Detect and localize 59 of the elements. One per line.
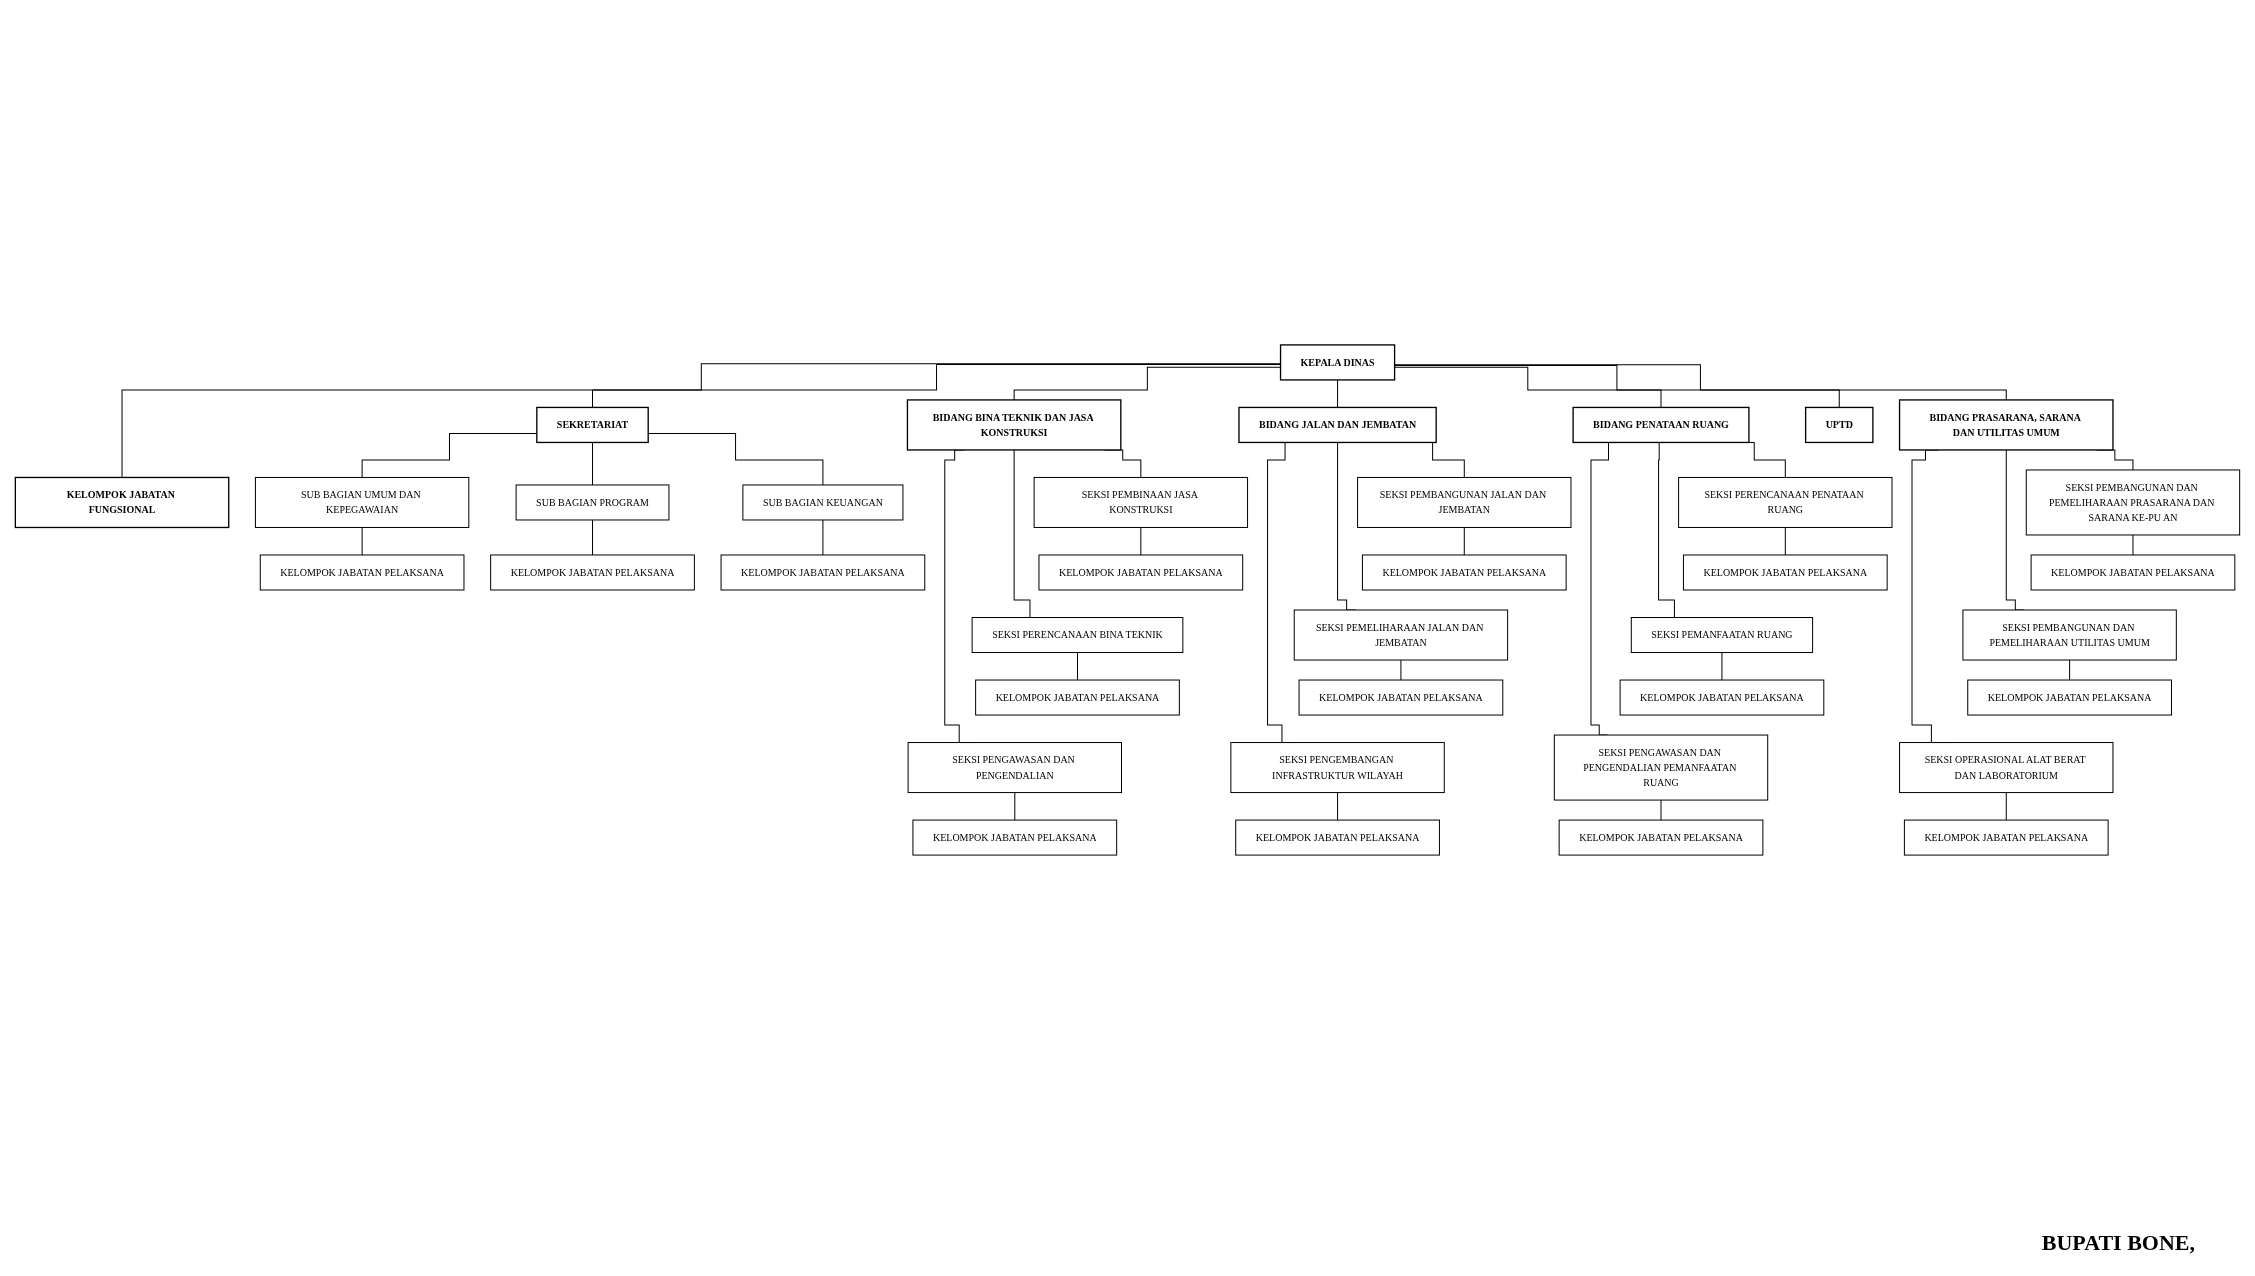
connector	[592, 441, 593, 486]
connector	[1014, 792, 1016, 821]
node-box: KELOMPOK JABATAN PELAKSANA	[1558, 819, 1764, 856]
connector	[1394, 366, 1662, 408]
node-box: KELOMPOK JABATAN FUNGSIONAL	[14, 476, 230, 529]
connector	[1721, 652, 1723, 681]
node-box: KELOMPOK JABATAN PELAKSANA	[2030, 554, 2236, 591]
connector	[2069, 659, 2071, 681]
node-box: SEKSI PEMBANGUNAN JALAN DAN JEMBATAN	[1357, 476, 1572, 528]
node-box: SEKSI PERENCANAAN PENATAAN RUANG	[1678, 476, 1893, 528]
node-box: BIDANG BINA TEKNIK DAN JASA KONSTRUKSI	[906, 399, 1122, 451]
node-box: KELOMPOK JABATAN PELAKSANA	[1967, 679, 2172, 716]
node-box: KELOMPOK JABATAN PELAKSANA	[912, 819, 1118, 856]
connector	[2132, 534, 2134, 556]
node-box: SUB BAGIAN PROGRAM	[515, 484, 670, 521]
node-box: BIDANG PENATAAN RUANG	[1572, 406, 1750, 444]
node-box: BIDANG PRASARANA, SARANA DAN UTILITAS UMUM	[1898, 399, 2114, 451]
node-box: KELOMPOK JABATAN PELAKSANA	[490, 554, 695, 591]
node-box: SEKSI PEMELIHARAAN JALAN DAN JEMBATAN	[1293, 609, 1509, 661]
node-box: SUB BAGIAN KEUANGAN	[742, 484, 904, 521]
connector	[1463, 527, 1465, 556]
node-box: KELOMPOK JABATAN PELAKSANA	[1361, 554, 1567, 591]
node-box: SEKSI PERENCANAAN BINA TEKNIK	[971, 617, 1184, 653]
node-box: BIDANG JALAN DAN JEMBATAN	[1238, 406, 1437, 444]
connector	[592, 519, 593, 556]
node-box: SEKSI PENGEMBANGAN INFRASTRUKTUR WILAYAH	[1230, 742, 1445, 794]
node-box: KELOMPOK JABATAN PELAKSANA	[1619, 679, 1825, 716]
connector	[1077, 652, 1078, 681]
node-box: KELOMPOK JABATAN PELAKSANA	[1038, 554, 1244, 591]
node-box: UPTD	[1804, 406, 1874, 444]
connector	[1784, 527, 1786, 556]
node-box: SEKSI PENGAWASAN DAN PENGENDALIAN	[907, 742, 1122, 794]
node-box: KELOMPOK JABATAN PELAKSANA	[1298, 679, 1504, 716]
node-box: KELOMPOK JABATAN PELAKSANA	[975, 679, 1180, 716]
connector	[1140, 527, 1142, 556]
node-box: KELOMPOK JABATAN PELAKSANA	[259, 554, 465, 591]
node-box: SEKSI OPERASIONAL ALAT BERAT DAN LABORATORIUM	[1899, 742, 2114, 794]
node-box: KELOMPOK JABATAN PELAKSANA	[1903, 819, 2109, 856]
signature-caption: BUPATI BONE,	[2041, 1230, 2195, 1256]
connector	[2005, 792, 2007, 821]
connector	[1660, 799, 1662, 821]
node-box: SUB BAGIAN UMUM DAN KEPEGAWAIAN	[254, 476, 470, 528]
node-box: SEKSI PEMANFAATAN RUANG	[1630, 617, 1814, 653]
node-box: KELOMPOK JABATAN PELAKSANA	[720, 554, 926, 591]
node-box: KEPALA DINAS	[1279, 344, 1396, 381]
connector	[361, 527, 363, 556]
node-box: SEKSI PEMBANGUNAN DAN PEMELIHARAAN UTILITAS UMUM	[1962, 609, 2177, 661]
node-box: SEKSI PENGAWASAN DAN PENGENDALIAN PEMANFAATAN RUANG	[1553, 734, 1769, 801]
node-box: SEKSI PEMBANGUNAN DAN PEMELIHARAAN PRASARANA DAN SARANA KE-PU AN	[2025, 469, 2241, 536]
node-box: KELOMPOK JABATAN PELAKSANA	[1682, 554, 1888, 591]
connector	[822, 519, 824, 556]
connector	[1337, 792, 1339, 821]
connector	[1394, 365, 1840, 408]
connector	[1394, 364, 2007, 401]
node-box: KELOMPOK JABATAN PELAKSANA	[1235, 819, 1440, 856]
node-box: SEKSI PEMBINAAN JASA KONSTRUKSI	[1033, 476, 1249, 528]
node-box: SEKRETARIAT	[536, 406, 649, 444]
connector	[1400, 659, 1402, 681]
connector	[1337, 379, 1339, 408]
